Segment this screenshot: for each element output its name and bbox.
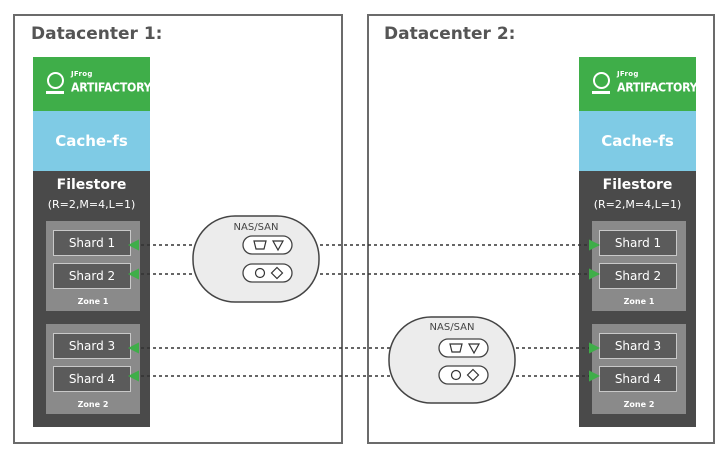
shard-1: Shard 1 — [599, 230, 677, 256]
jfrog-logo-icon — [47, 72, 64, 89]
trapezoid-icon — [253, 240, 267, 250]
zone-label: Zone 2 — [623, 400, 655, 409]
brand-vendor: JFrog — [617, 70, 639, 78]
shard-4: Shard 4 — [53, 366, 131, 392]
zone-1: Shard 1 Shard 2 Zone 1 — [46, 221, 140, 311]
zone-2: Shard 3 Shard 4 Zone 2 — [592, 324, 686, 414]
cache-fs-layer: Cache-fs — [579, 111, 696, 171]
zone-2: Shard 3 Shard 4 Zone 2 — [46, 324, 140, 414]
artifactory-brand: JFrog ARTIFACTORY — [579, 57, 698, 111]
artifactory-node-dc2: JFrog ARTIFACTORY Cache-fs Filestore (R=… — [579, 57, 698, 427]
filestore-params: (R=2,M=4,L=1) — [47, 198, 136, 211]
nas-san-2: NAS/SAN — [388, 316, 516, 404]
shard-2: Shard 2 — [599, 263, 677, 289]
shard-3: Shard 3 — [599, 333, 677, 359]
brand-vendor: JFrog — [71, 70, 93, 78]
filestore-title: Filestore — [56, 177, 127, 193]
shard-2: Shard 2 — [53, 263, 131, 289]
datacenter-2-title: Datacenter 2: — [384, 24, 516, 44]
zone-1: Shard 1 Shard 2 Zone 1 — [592, 221, 686, 311]
circle-icon — [254, 267, 266, 279]
zone-label: Zone 1 — [77, 297, 109, 306]
datacenter-1-title: Datacenter 1: — [31, 24, 163, 44]
shard-3: Shard 3 — [53, 333, 131, 359]
jfrog-logo-bar-icon — [46, 91, 64, 94]
brand-product: ARTIFACTORY — [71, 80, 152, 95]
brand-product: ARTIFACTORY — [617, 80, 698, 95]
circle-icon — [450, 369, 462, 381]
zone-label: Zone 1 — [623, 297, 655, 306]
nas-san-label: NAS/SAN — [430, 322, 475, 333]
shard-1: Shard 1 — [53, 230, 131, 256]
triangle-down-icon — [467, 343, 481, 355]
zone-label: Zone 2 — [77, 400, 109, 409]
cache-fs-layer: Cache-fs — [33, 111, 150, 171]
triangle-down-icon — [271, 240, 285, 252]
filestore-params: (R=2,M=4,L=1) — [593, 198, 682, 211]
diamond-icon — [270, 266, 284, 280]
shard-4: Shard 4 — [599, 366, 677, 392]
artifactory-brand: JFrog ARTIFACTORY — [33, 57, 152, 111]
nas-san-1: NAS/SAN — [192, 215, 320, 303]
nas-san-label: NAS/SAN — [234, 222, 279, 233]
diamond-icon — [466, 368, 480, 382]
filestore-title: Filestore — [602, 177, 673, 193]
jfrog-logo-bar-icon — [592, 91, 610, 94]
artifactory-node-dc1: JFrog ARTIFACTORY Cache-fs Filestore (R=… — [33, 57, 152, 427]
jfrog-logo-icon — [593, 72, 610, 89]
trapezoid-icon — [449, 343, 463, 353]
